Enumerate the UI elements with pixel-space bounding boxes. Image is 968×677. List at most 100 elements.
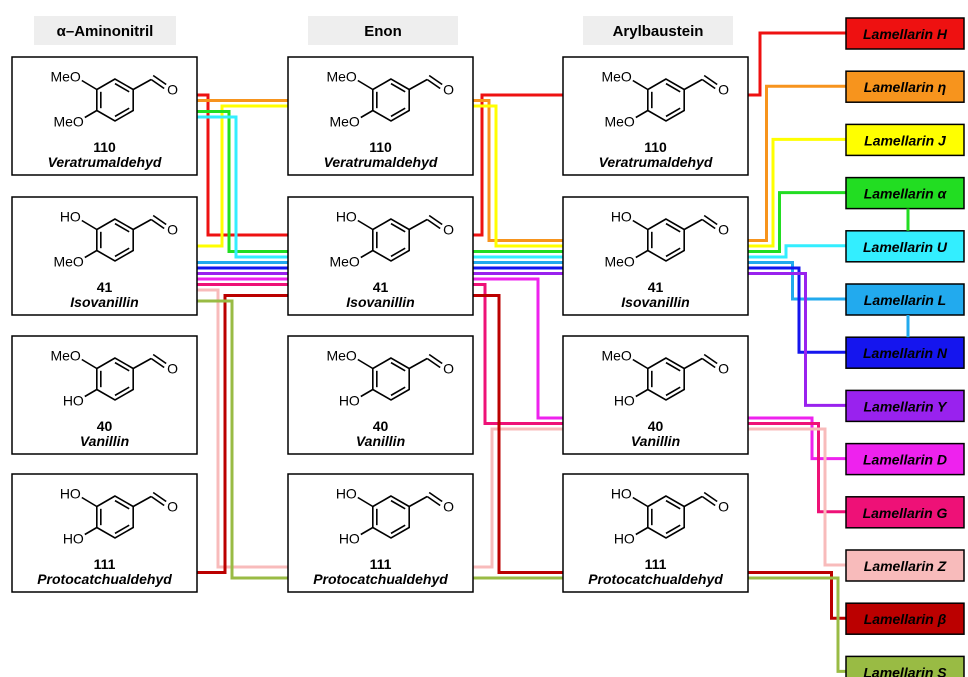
aldehyde-oxygen: O	[167, 361, 178, 377]
double-bond	[390, 82, 406, 93]
compound-name: Veratrumaldehyd	[324, 154, 438, 170]
double-bond	[114, 361, 130, 372]
carbonyl-bond	[426, 218, 441, 230]
product-label: Lamellarin β	[864, 611, 947, 627]
product-label: Lamellarin η	[864, 79, 946, 95]
substituent-bottom: MeO	[329, 254, 359, 270]
product-label: Lamellarin N	[863, 345, 948, 361]
product-label: Lamellarin Z	[864, 558, 947, 574]
column-header-enon: Enon	[364, 23, 402, 40]
route-line-4	[197, 110, 846, 253]
carbonyl-bond	[150, 495, 165, 507]
product-label-bg	[845, 549, 965, 582]
product-label-bg	[845, 176, 965, 210]
aldehyde-bond	[683, 78, 703, 91]
substituent-bond	[357, 219, 374, 231]
aldehyde-bond	[132, 495, 152, 508]
substituent-bond	[360, 109, 374, 119]
product-label-bg	[845, 336, 965, 369]
substituent-bottom: MeO	[329, 114, 359, 130]
aldehyde-oxygen: O	[167, 499, 178, 515]
substituent-bond	[81, 219, 98, 231]
route-line-8	[197, 272, 846, 407]
compound-box-frame	[11, 196, 198, 316]
substituent-top: MeO	[50, 69, 80, 85]
carbonyl-bond	[152, 74, 167, 86]
product-label: Lamellarin α	[864, 186, 948, 202]
double-bond	[665, 247, 681, 258]
aldehyde-oxygen: O	[718, 361, 729, 377]
substituent-bond	[84, 249, 98, 259]
carbonyl-bond	[703, 353, 718, 365]
substituent-top: MeO	[326, 69, 356, 85]
aldehyde-bond	[408, 495, 428, 508]
column-header-bg-arylbaustein	[583, 16, 733, 45]
carbonyl-bond	[428, 214, 443, 226]
compound-name: Isovanillin	[346, 294, 414, 310]
substituent-bottom: MeO	[604, 114, 634, 130]
aldehyde-oxygen: O	[443, 499, 454, 515]
product-label-bg	[845, 496, 965, 529]
carbonyl-bond	[428, 74, 443, 86]
product-label-bg	[845, 123, 965, 157]
product-lamellarin-3: Lamellarin J	[845, 123, 965, 157]
route-line-7	[197, 266, 846, 354]
substituent-bond	[84, 109, 98, 119]
product-lamellarin-6: Lamellarin L	[845, 283, 965, 316]
aldehyde-bond	[683, 218, 703, 231]
compound-name: Vanillin	[631, 433, 680, 449]
route-line-11	[197, 288, 846, 569]
product-lamellarin-11: Lamellarin Z	[845, 549, 965, 582]
substituent-top: HO	[611, 486, 632, 502]
aldehyde-oxygen: O	[443, 222, 454, 238]
substituent-bottom: HO	[339, 531, 360, 547]
double-bond	[114, 222, 130, 233]
double-bond	[114, 247, 130, 258]
carbonyl-bond	[426, 78, 441, 90]
column-header-aminonitril: α–Aminonitril	[57, 23, 154, 40]
double-bond	[390, 524, 406, 535]
column-header-bg-enon	[308, 16, 458, 45]
compound-number: 40	[373, 418, 389, 434]
compound-box-frame	[287, 473, 474, 593]
product-lamellarin-5: Lamellarin U	[845, 230, 965, 263]
product-lamellarin-8: Lamellarin Y	[845, 389, 965, 423]
carbonyl-bond	[703, 214, 718, 226]
carbonyl-bond	[701, 495, 716, 507]
aldehyde-oxygen: O	[167, 82, 178, 98]
product-label: Lamellarin G	[863, 505, 948, 521]
route-line-6	[197, 261, 846, 301]
product-label: Lamellarin Y	[863, 398, 948, 414]
route-line-3	[197, 104, 846, 248]
substituent-top: HO	[611, 209, 632, 225]
route-line-13	[197, 299, 846, 673]
aldehyde-bond	[408, 357, 428, 370]
substituent-bond	[357, 358, 374, 370]
product-label: Lamellarin D	[863, 452, 947, 468]
aldehyde-bond	[132, 357, 152, 370]
aldehyde-bond	[683, 495, 703, 508]
double-bond	[390, 386, 406, 397]
aldehyde-bond	[132, 78, 152, 91]
substituent-bottom: MeO	[53, 114, 83, 130]
product-label-bg	[845, 70, 965, 103]
product-label-bg	[845, 17, 965, 50]
compound-box-frame	[11, 335, 198, 455]
product-label: Lamellarin U	[863, 239, 948, 255]
substituent-bond	[81, 358, 98, 370]
carbonyl-bond	[701, 218, 716, 230]
carbonyl-bond	[703, 491, 718, 503]
compound-number: 111	[645, 556, 667, 572]
carbonyl-bond	[150, 78, 165, 90]
product-label-bg	[845, 283, 965, 316]
route-lines	[197, 31, 846, 673]
